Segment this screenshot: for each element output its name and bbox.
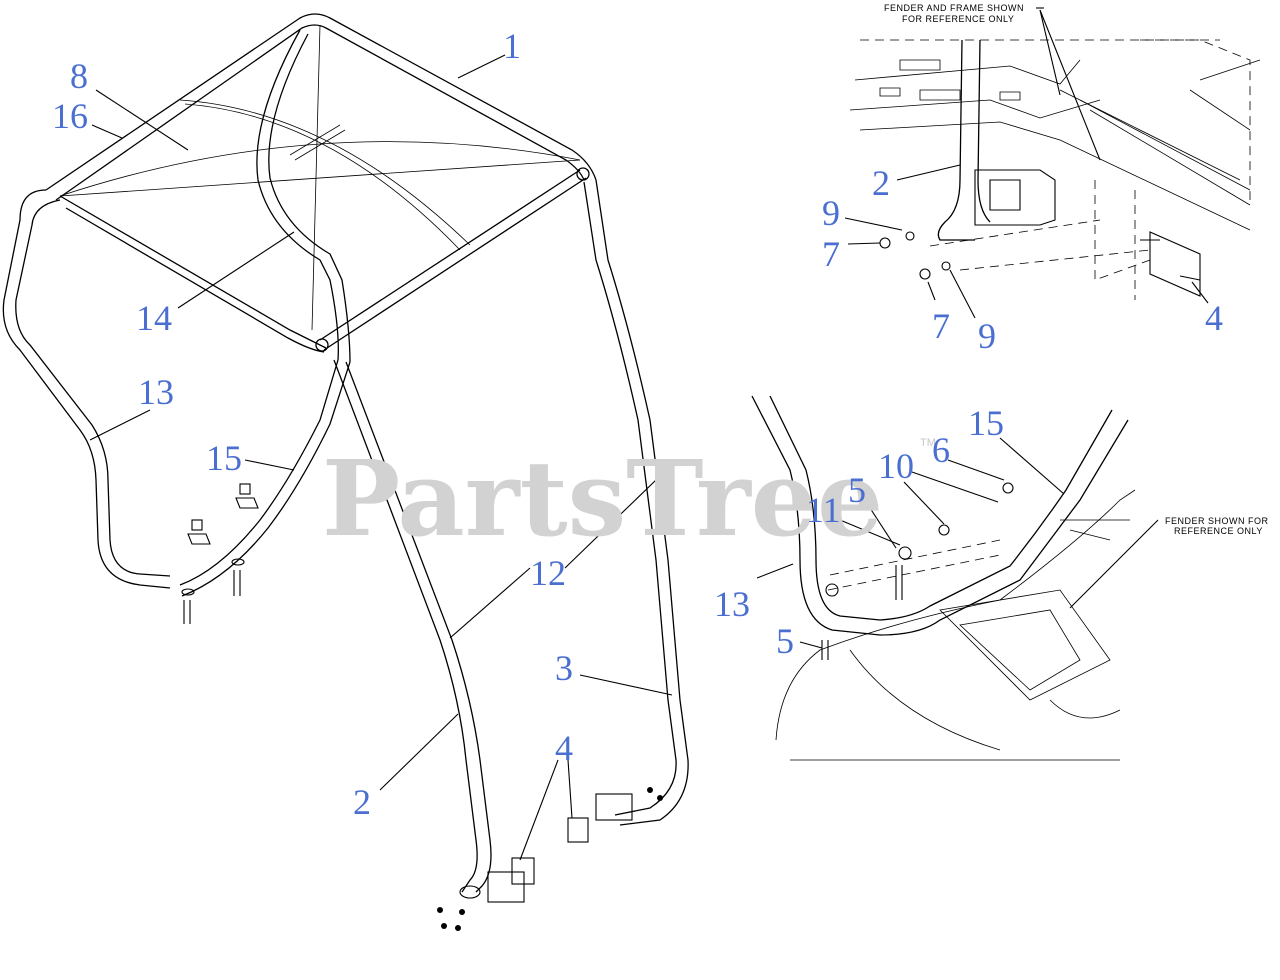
callout-detail-15[interactable]: 15 (968, 403, 1004, 443)
callout-detail-6[interactable]: 6 (932, 430, 950, 470)
callout-detail-9-lower[interactable]: 9 (978, 316, 996, 356)
watermark-text: PartsTree (322, 437, 883, 560)
callout-detail-10[interactable]: 10 (878, 446, 914, 486)
callout-15[interactable]: 15 (206, 438, 242, 478)
detail-fender (751, 395, 1136, 761)
note-fender-line1: FENDER SHOWN FOR (1165, 516, 1269, 526)
note-fender-line2: REFERENCE ONLY (1174, 526, 1263, 536)
detail-top-callout-leaders (844, 7, 1209, 319)
watermark-trademark: TM (920, 437, 936, 449)
note-fender-frame-line1: FENDER AND FRAME SHOWN (884, 3, 1024, 13)
callout-1[interactable]: 1 (503, 26, 521, 66)
callout-14[interactable]: 14 (136, 298, 172, 338)
callout-detail-11[interactable]: 11 (806, 490, 841, 530)
callout-3[interactable]: 3 (555, 648, 573, 688)
callout-13[interactable]: 13 (138, 372, 174, 412)
canopy-frame-assembly (2, 13, 689, 931)
callout-detail-7-upper[interactable]: 7 (822, 234, 840, 274)
callout-16[interactable]: 16 (52, 96, 88, 136)
callout-detail-5-upper[interactable]: 5 (848, 470, 866, 510)
callout-12[interactable]: 12 (530, 553, 566, 593)
note-fender-frame-line2: FOR REFERENCE ONLY (902, 14, 1014, 24)
callout-2[interactable]: 2 (353, 782, 371, 822)
callout-detail-2[interactable]: 2 (872, 163, 890, 203)
callout-8[interactable]: 8 (70, 56, 88, 96)
detail-bottom-callout-leaders (756, 437, 1159, 649)
callout-4[interactable]: 4 (555, 728, 573, 768)
callout-detail-7-lower[interactable]: 7 (932, 306, 950, 346)
detail-fender-frame (849, 39, 1261, 300)
callout-detail-5-lower[interactable]: 5 (776, 621, 794, 661)
callout-detail-13[interactable]: 13 (714, 584, 750, 624)
main-callout-leaders (89, 54, 673, 861)
callout-detail-9-upper[interactable]: 9 (822, 193, 840, 233)
callout-detail-4[interactable]: 4 (1205, 298, 1223, 338)
